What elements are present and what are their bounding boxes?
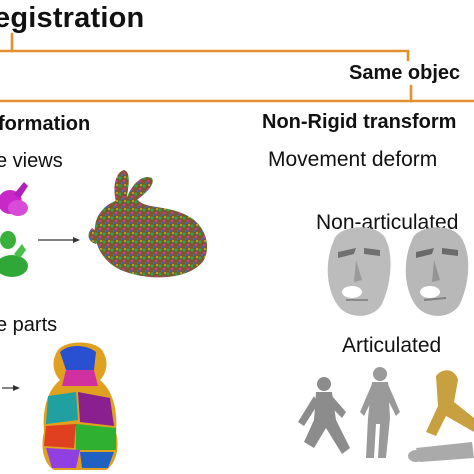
bunny-partial-views-image: [0, 182, 28, 277]
parts-label: e parts: [0, 314, 58, 336]
articulated-label: Articulated: [342, 334, 442, 357]
face-scan-image-1: [327, 227, 391, 316]
buddha-parts-image: [42, 342, 118, 470]
views-label: e views: [0, 150, 63, 172]
non-rigid-heading: Non-Rigid transform: [262, 111, 457, 133]
face-scan-image-2: [405, 227, 469, 316]
articulated-humans-image: [298, 367, 474, 462]
rigid-heading: formation: [0, 113, 91, 135]
bunny-registered-image: [88, 170, 208, 278]
branch-label-same-object: Same objec: [349, 62, 461, 84]
movement-label: Movement deform: [268, 148, 438, 171]
page-title: egistration: [0, 2, 145, 34]
